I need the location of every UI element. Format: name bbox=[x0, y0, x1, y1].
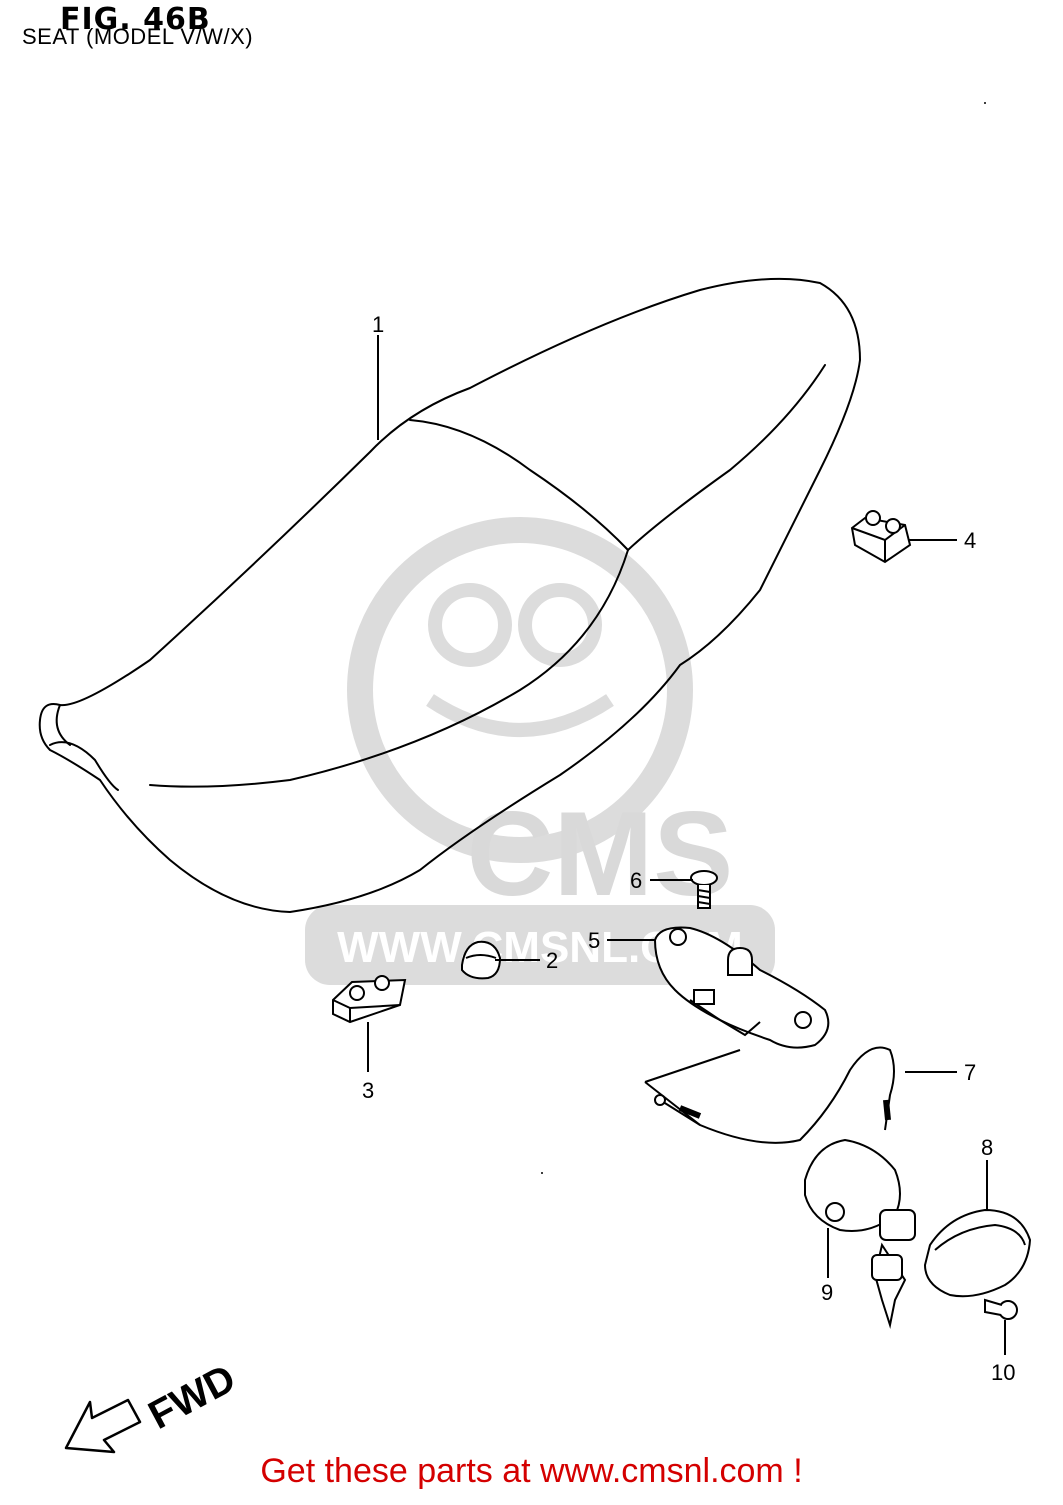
callout-2: 2 bbox=[546, 948, 558, 973]
callout-7: 7 bbox=[964, 1060, 976, 1085]
cable-part bbox=[644, 1046, 895, 1144]
callout-6: 6 bbox=[630, 868, 642, 893]
callout-9: 9 bbox=[821, 1280, 833, 1305]
small-screw-part bbox=[984, 1298, 1018, 1320]
screw-part bbox=[690, 870, 718, 909]
seat-part bbox=[38, 277, 861, 913]
callout-3: 3 bbox=[362, 1078, 374, 1103]
watermark: CMS WWW.CMSNL.COM bbox=[305, 517, 775, 985]
watermark-brand: CMS bbox=[467, 787, 734, 921]
leader-lines bbox=[367, 335, 1006, 1355]
fwd-indicator: FWD bbox=[64, 1356, 243, 1454]
callout-1: 1 bbox=[372, 312, 384, 337]
key-lock-part bbox=[804, 1138, 916, 1329]
footer-link-text[interactable]: Get these parts at www.cmsnl.com ! bbox=[260, 1452, 803, 1490]
figure-title: FIG. 46B bbox=[60, 2, 211, 37]
watermark-mascot-icon bbox=[347, 517, 693, 863]
callout-8: 8 bbox=[981, 1135, 993, 1160]
cushion-part bbox=[461, 940, 502, 980]
seat-lock-part bbox=[653, 926, 830, 1049]
fwd-label: FWD bbox=[142, 1356, 243, 1438]
figure-subtitle: SEAT (MODEL V/W/X) bbox=[22, 24, 254, 49]
callout-4: 4 bbox=[964, 528, 976, 553]
bracket-block-part bbox=[332, 975, 407, 1024]
fwd-arrow-icon bbox=[64, 1398, 142, 1454]
callout-10: 10 bbox=[991, 1360, 1015, 1385]
callouts: 1 2 3 4 5 6 7 8 9 10 bbox=[362, 312, 1015, 1385]
callout-5: 5 bbox=[588, 928, 600, 953]
lock-cover-part bbox=[923, 1208, 1032, 1298]
rear-bracket-part bbox=[850, 510, 912, 564]
